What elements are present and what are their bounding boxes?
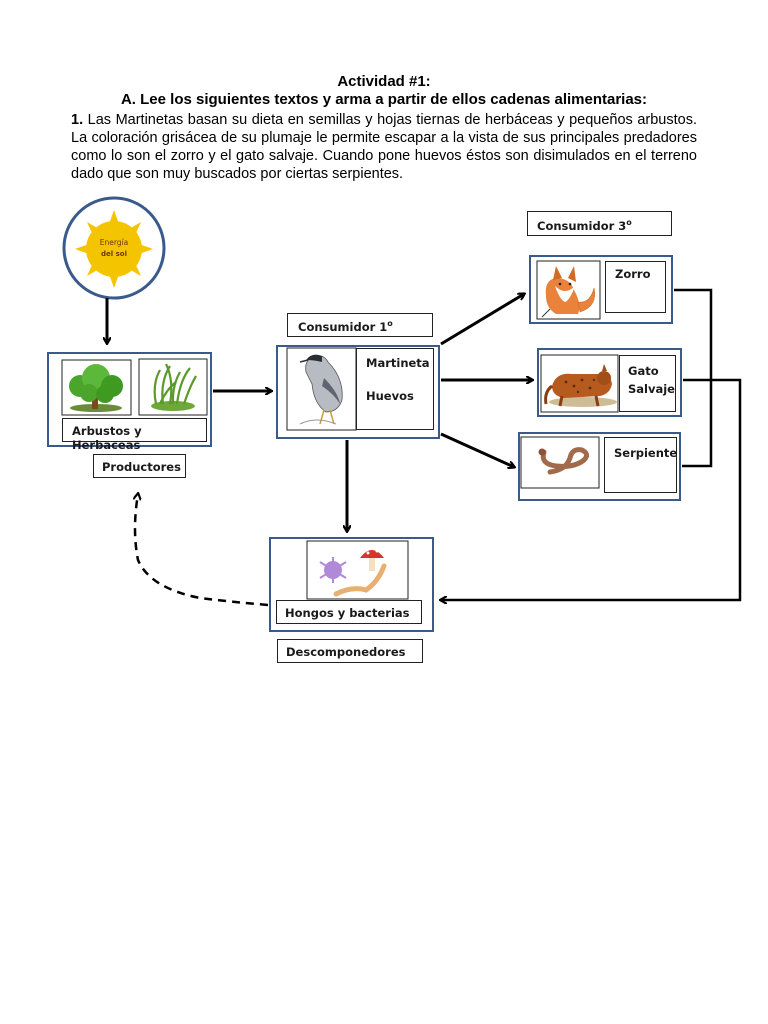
sun-text-2: del sol bbox=[101, 250, 127, 258]
zorro-label-box: Zorro bbox=[605, 261, 666, 313]
hongos-label-box: Hongos y bacterias bbox=[276, 600, 422, 624]
bird-icon bbox=[299, 354, 343, 425]
gato-label-box: Gato Salvaje bbox=[619, 355, 676, 412]
arbustos-label: Arbustos y Herbaceas bbox=[72, 424, 142, 452]
shrub-icon bbox=[69, 364, 123, 412]
descomponedores-label: Descomponedores bbox=[286, 645, 406, 659]
arbustos-label-box: Arbustos y Herbaceas bbox=[62, 418, 207, 452]
consumer1-label: Consumidor 1o bbox=[298, 319, 393, 334]
sun-icon bbox=[75, 210, 153, 288]
paragraph-text: Las Martinetas basan su dieta en semilla… bbox=[71, 112, 697, 182]
gato-label-1: Gato bbox=[628, 364, 659, 378]
sun-text-1: Energía bbox=[100, 238, 129, 247]
activity-title: Actividad #1: bbox=[337, 73, 431, 90]
bacteria-icon bbox=[319, 557, 347, 583]
activity-paragraph: 1. Las Martinetas basan su dieta en semi… bbox=[71, 111, 697, 183]
serpiente-label: Serpiente bbox=[614, 446, 678, 460]
fungi-bacteria-icon bbox=[319, 549, 387, 597]
snake-icon bbox=[538, 447, 590, 475]
hongos-label: Hongos y bacterias bbox=[285, 606, 410, 620]
productores-label: Productores bbox=[102, 460, 181, 474]
mushroom-icon bbox=[360, 549, 384, 571]
grass-icon bbox=[151, 363, 197, 411]
arrow-consumer1-zorro bbox=[440, 294, 524, 346]
fox-icon bbox=[541, 266, 595, 318]
zorro-label: Zorro bbox=[615, 267, 651, 281]
sun-node: Energía del sol bbox=[62, 196, 166, 300]
serpiente-label-box: Serpiente bbox=[604, 437, 677, 493]
gato-label-2: Salvaje bbox=[628, 382, 675, 396]
consumer3-label: Consumidor 3o bbox=[537, 218, 632, 233]
martineta-label-box: Martineta Huevos bbox=[356, 348, 434, 430]
arrow-decomposers-producers bbox=[135, 494, 269, 607]
consumer1-box bbox=[276, 345, 440, 439]
decomposition-connectors bbox=[441, 288, 742, 600]
decomposers-box bbox=[269, 537, 434, 632]
zorro-box bbox=[529, 255, 673, 324]
paragraph-number: 1. bbox=[71, 112, 84, 128]
gato-box bbox=[537, 348, 682, 417]
consumer3-label-box: Consumidor 3o bbox=[527, 211, 672, 236]
arrow-to-decomposers bbox=[441, 378, 742, 600]
consumer1-label-box: Consumidor 1o bbox=[287, 313, 433, 337]
descomponedores-label-box: Descomponedores bbox=[277, 639, 423, 663]
worm-icon bbox=[333, 563, 387, 597]
producers-box bbox=[47, 352, 212, 447]
activity-subtitle: A. Lee los siguientes textos y arma a pa… bbox=[120, 91, 648, 108]
productores-label-box: Productores bbox=[93, 454, 186, 478]
serpiente-box bbox=[518, 432, 681, 501]
huevos-label: Huevos bbox=[366, 389, 414, 403]
wildcat-icon bbox=[544, 364, 617, 407]
food-chain-arrows bbox=[107, 294, 532, 531]
arrow-consumer1-serpiente bbox=[440, 432, 514, 467]
martineta-label: Martineta bbox=[366, 356, 430, 370]
connector-zorro-serpiente bbox=[674, 288, 713, 468]
